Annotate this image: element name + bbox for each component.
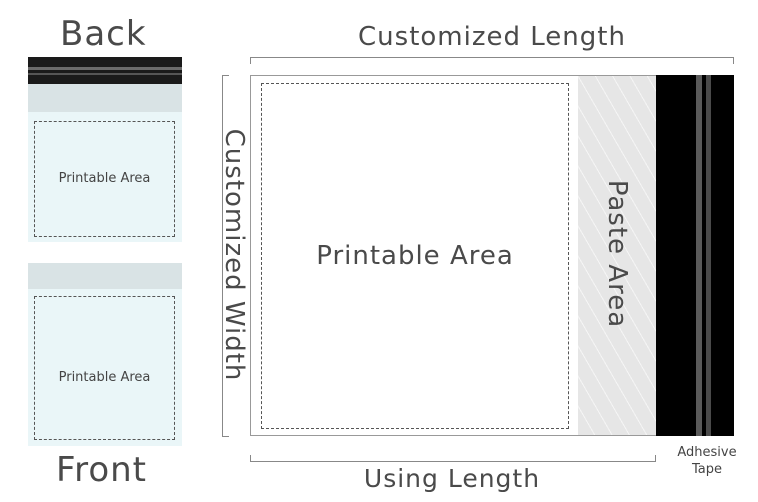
paste-area-label: Paste Area xyxy=(602,179,632,329)
adhesive-tape-label-line1: Adhesive xyxy=(677,445,737,460)
back-flap xyxy=(28,84,182,112)
back-printable-box: Printable Area xyxy=(34,121,175,237)
paste-area xyxy=(578,76,656,435)
back-adhesive-stripe xyxy=(28,67,182,70)
using-length-bracket xyxy=(250,455,656,462)
back-printable-label: Printable Area xyxy=(58,171,151,186)
adhesive-tape xyxy=(656,75,734,436)
back-title: Back xyxy=(60,14,147,54)
main-printable-label: Printable Area xyxy=(316,241,514,271)
main-printable-box: Printable Area xyxy=(261,83,569,429)
front-printable-box: Printable Area xyxy=(34,296,175,440)
front-panel: Printable Area xyxy=(28,289,182,446)
customized-length-label: Customized Length xyxy=(358,22,626,52)
front-printable-label: Printable Area xyxy=(58,370,151,385)
using-length-label: Using Length xyxy=(363,464,541,493)
adhesive-stripe xyxy=(706,75,711,436)
customized-width-bracket xyxy=(222,75,229,437)
customized-width-label: Customized Width xyxy=(219,128,249,382)
customized-length-bracket xyxy=(250,57,734,64)
back-panel: Printable Area xyxy=(28,112,182,242)
front-title: Front xyxy=(56,450,147,490)
adhesive-tape-label-line2: Tape xyxy=(691,462,722,477)
back-adhesive-strip xyxy=(28,57,182,84)
front-flap xyxy=(28,263,182,289)
back-adhesive-stripe xyxy=(28,73,182,75)
adhesive-stripe xyxy=(696,75,702,436)
